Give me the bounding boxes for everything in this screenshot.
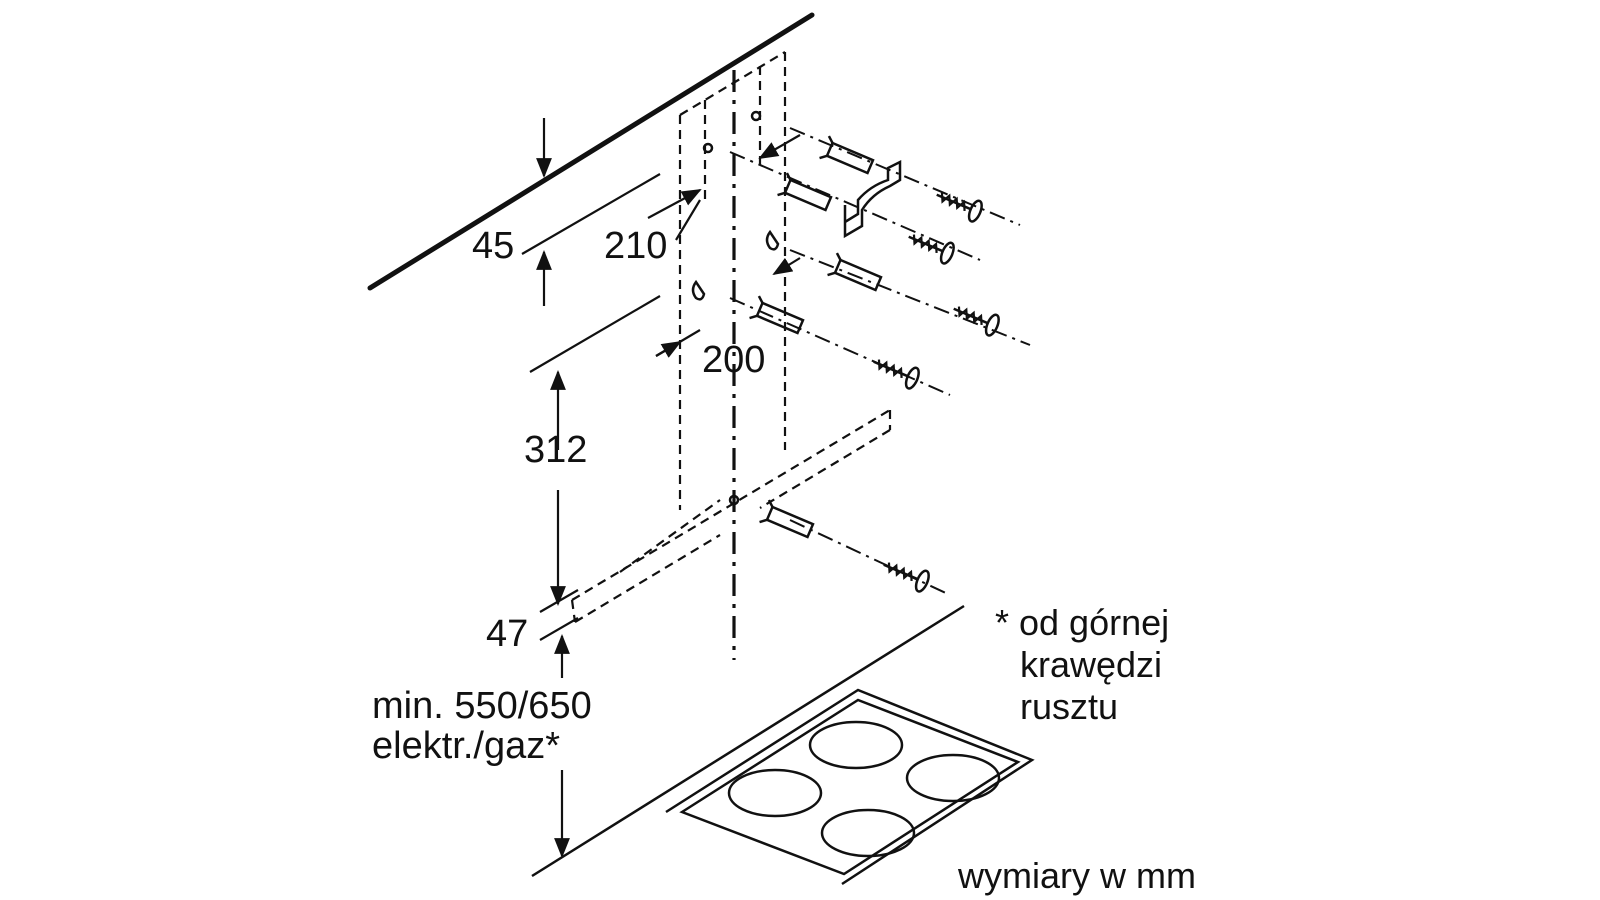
- mounting-holes: [691, 110, 780, 506]
- dimension-312-label: 312: [524, 429, 587, 471]
- footnote-line1: * od górnej: [995, 602, 1169, 643]
- dimension-45-label: 45: [472, 225, 514, 267]
- dimension-200-label: 200: [702, 339, 765, 381]
- dimension-47-label: 47: [486, 613, 528, 655]
- hood-canopy-outline: [570, 409, 892, 623]
- burner-back-left: [808, 720, 904, 770]
- dimension-200: 200: [655, 257, 801, 381]
- units-label: wymiary w mm: [957, 855, 1196, 896]
- dimension-210: 210: [604, 134, 801, 267]
- wall-plugs: [749, 135, 883, 539]
- dimension-210-label: 210: [604, 225, 667, 267]
- min-distance-label-line1: min. 550/650: [372, 685, 592, 727]
- burner-front-right: [820, 808, 916, 858]
- cooktop: [531, 604, 1035, 886]
- footnote-line2: krawędzi: [1020, 644, 1162, 685]
- wall-bracket: [843, 159, 902, 239]
- footnote-line3: rusztu: [1020, 686, 1118, 727]
- burner-back-right: [905, 753, 1001, 803]
- dimension-47: 47: [486, 589, 579, 655]
- dimension-312: 312: [524, 295, 661, 606]
- screws: [873, 192, 1000, 593]
- dimension-min-distance: min. 550/650 elektr./gaz*: [372, 634, 592, 858]
- min-distance-label-line2: elektr./gaz*: [372, 725, 560, 767]
- dimension-45: 45: [472, 118, 661, 306]
- footnote: * od górnej krawędzi rusztu: [995, 602, 1169, 727]
- ceiling-line: [367, 12, 815, 291]
- burner-front-left: [727, 768, 823, 818]
